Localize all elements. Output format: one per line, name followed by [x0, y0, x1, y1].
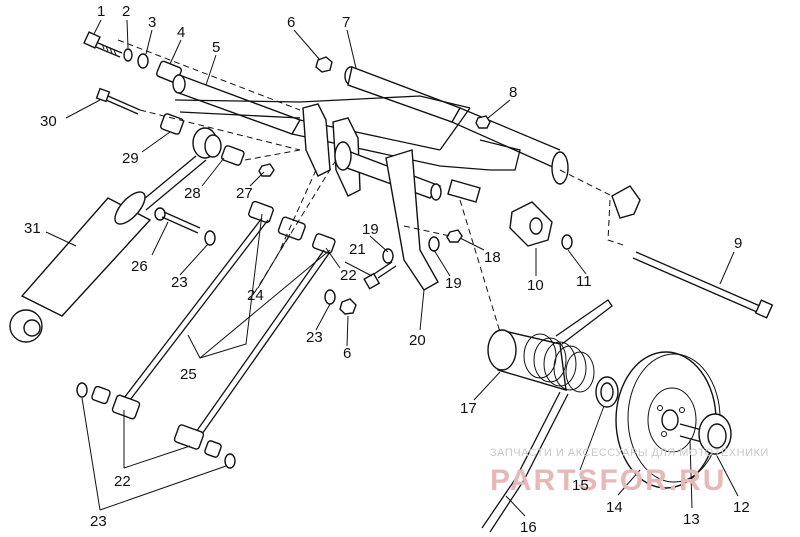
rear-shaft-7 — [344, 66, 569, 185]
callout-19-right: 19 — [445, 275, 462, 292]
callout-9: 9 — [734, 235, 742, 252]
callout-4: 4 — [177, 24, 185, 41]
callout-13: 13 — [683, 511, 700, 528]
callout-7: 7 — [342, 14, 350, 31]
callout-1: 1 — [97, 3, 105, 20]
side-plate-left — [302, 103, 331, 177]
callout-22: 22 — [340, 267, 357, 284]
callout-24: 24 — [247, 287, 264, 304]
washer-23-bottom — [224, 453, 236, 469]
nut-6-top — [315, 56, 333, 73]
bolt-30 — [95, 87, 141, 115]
callout-23-mid: 23 — [306, 329, 323, 346]
bolt-26 — [154, 207, 201, 234]
bushing-22-lower-d — [204, 440, 222, 458]
bolt-21 — [363, 261, 397, 290]
washer-3 — [137, 53, 149, 69]
washer-19-right — [428, 236, 440, 252]
callout-10: 10 — [527, 277, 544, 294]
washer-19-left — [382, 248, 394, 264]
bushing-22-lower-b — [111, 394, 141, 420]
nut-18 — [446, 229, 463, 243]
alignment-lines — [117, 39, 613, 333]
callout-19-left: 19 — [362, 221, 379, 238]
nut-6-lower — [339, 298, 357, 315]
callout-27: 27 — [236, 185, 253, 202]
callout-8: 8 — [509, 84, 517, 101]
callout-30: 30 — [40, 113, 57, 130]
callout-21: 21 — [349, 241, 366, 258]
torsion-spring-17 — [481, 299, 613, 533]
washer-23-upper — [204, 230, 216, 246]
callout-28: 28 — [184, 185, 201, 202]
callout-6-lower: 6 — [343, 345, 351, 362]
callout-31: 31 — [24, 220, 41, 237]
spacer — [447, 179, 481, 203]
callout-17: 17 — [460, 400, 477, 417]
bolt-9 — [632, 251, 774, 319]
washer-15 — [595, 376, 619, 408]
callout-5: 5 — [212, 39, 220, 56]
callout-6-top: 6 — [287, 14, 295, 31]
washer-23-lower — [76, 382, 88, 398]
bearing-12-13 — [679, 413, 732, 455]
bushing-22-lower-c — [173, 424, 205, 450]
callout-23-lower: 23 — [90, 513, 107, 530]
shock-upper-eye — [192, 127, 222, 159]
end-bracket — [611, 185, 641, 219]
link-plate-20 — [385, 149, 439, 291]
callout-20: 20 — [409, 332, 426, 349]
callout-15: 15 — [572, 477, 589, 494]
shock-absorber-31 — [9, 155, 207, 343]
washer-2 — [123, 48, 133, 62]
bushing-24a — [248, 200, 274, 224]
callout-25: 25 — [180, 366, 197, 383]
callout-14: 14 — [606, 499, 623, 516]
bushing-28 — [221, 145, 245, 166]
callout-labels: 1 2 3 4 5 6 7 8 30 29 28 27 31 26 23 24 … — [24, 3, 750, 536]
bushing-22-lower-a — [91, 385, 111, 405]
callout-23-upper: 23 — [171, 274, 188, 291]
nut-8 — [475, 115, 491, 129]
link-rods-25 — [123, 217, 331, 435]
callout-16: 16 — [520, 519, 537, 536]
watermark-caption: ЗАПЧАСТИ И АКСЕССУАРЫ ДЛЯ МОТОТЕХНИКИ — [490, 447, 769, 459]
callout-2: 2 — [122, 3, 130, 20]
callout-29: 29 — [122, 150, 139, 167]
callout-22-lower: 22 — [114, 473, 131, 490]
callout-12: 12 — [733, 499, 750, 516]
parts-artwork — [9, 19, 774, 533]
bolt-1 — [83, 31, 123, 58]
bushing-24b — [277, 216, 306, 241]
callout-18: 18 — [484, 249, 501, 266]
callout-26: 26 — [131, 258, 148, 275]
bushing-22 — [312, 233, 336, 254]
washer-11 — [561, 234, 573, 250]
frame-body — [174, 95, 521, 171]
leader-lines — [45, 19, 739, 517]
callout-3: 3 — [148, 14, 156, 31]
bushing-29 — [160, 113, 184, 135]
washer-23-mid — [324, 289, 336, 305]
callout-11: 11 — [576, 273, 592, 290]
watermark-brand: PARTSFOR.RU — [490, 464, 726, 497]
